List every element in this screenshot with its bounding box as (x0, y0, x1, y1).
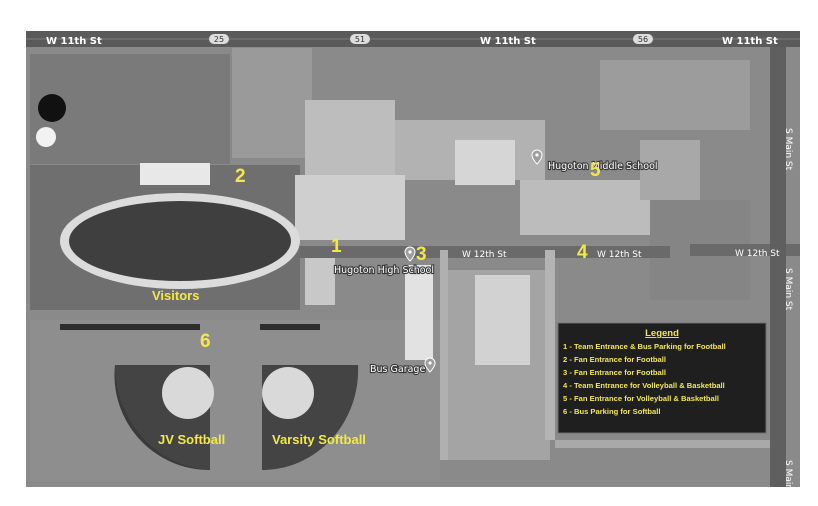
street-label-w-12th-st-a: W 12th St (462, 250, 507, 260)
legend-item: 1 - Team Entrance & Bus Parking for Foot… (563, 342, 726, 351)
route-marker-51: 51 (350, 34, 370, 44)
marker-6: 6 (200, 331, 211, 352)
building-bus-garage (405, 265, 433, 360)
drive-central (440, 250, 448, 460)
legend-item: 2 - Fan Entrance for Football (563, 355, 666, 364)
route-marker-25: 25 (209, 34, 229, 44)
legend-item: 6 - Bus Parking for Softball (563, 407, 660, 416)
area-label-jv-softball: JV Softball (158, 432, 225, 447)
map-pin-icon[interactable] (424, 357, 436, 373)
football-field (69, 201, 291, 281)
tree-row-east (260, 324, 320, 330)
drive-south (545, 250, 555, 440)
area-label-varsity-softball: Varsity Softball (272, 432, 366, 447)
street-label-w-11th-st-west: W 11th St (46, 36, 102, 47)
varsity-softball-infield (262, 367, 314, 419)
marker-3: 3 (416, 244, 427, 265)
building-bus-garage-lot (475, 275, 530, 365)
parking-lot-north (232, 48, 312, 158)
building-middle-school (520, 180, 650, 235)
place-label-high-school[interactable]: Hugoton High School (333, 264, 435, 277)
legend-title: Legend (645, 328, 679, 339)
water-tower-icon (36, 127, 56, 147)
legend-item: 3 - Fan Entrance for Football (563, 368, 666, 377)
map-pin-icon[interactable] (404, 246, 416, 262)
building-press-box (305, 255, 335, 305)
building-main (305, 100, 395, 180)
place-label-middle-school[interactable]: Hugoton Middle School (547, 160, 659, 173)
pond (38, 94, 66, 122)
map-pin-icon[interactable] (531, 149, 543, 165)
route-marker-56: 56 (633, 34, 653, 44)
marker-1: 1 (331, 236, 342, 257)
street-label-w-12th-st-c: W 12th St (735, 249, 780, 259)
svg-text:51: 51 (355, 35, 365, 44)
legend: Legend 1 - Team Entrance & Bus Parking f… (557, 322, 767, 434)
street-label-w-11th-st-east: W 11th St (722, 36, 778, 47)
road-s-main-st (770, 47, 786, 487)
parking-lot-northeast (600, 60, 750, 130)
street-label-w-12th-st-b: W 12th St (597, 250, 642, 260)
building-east-wing (640, 140, 700, 200)
street-label-s-main-st-bottom: S Main St (783, 460, 793, 503)
svg-text:56: 56 (638, 35, 648, 44)
road-w-12th-st (300, 246, 670, 258)
softball-grounds (30, 320, 440, 480)
legend-box (557, 322, 767, 434)
building-gym (455, 140, 515, 185)
drive-south-east (555, 440, 770, 448)
street-label-s-main-st-top: S Main St (783, 128, 793, 171)
street-label-s-main-st-mid: S Main St (783, 268, 793, 311)
jv-softball-infield (162, 367, 214, 419)
legend-item: 4 - Team Entrance for Volleyball & Baske… (563, 381, 725, 390)
building-high-school (295, 175, 405, 240)
marker-2: 2 (235, 166, 246, 187)
svg-text:25: 25 (214, 35, 224, 44)
tree-row-west (60, 324, 200, 330)
marker-5: 5 (590, 160, 601, 181)
street-label-w-11th-st-middle: W 11th St (480, 36, 536, 47)
place-label-bus-garage[interactable]: Bus Garage (369, 363, 427, 376)
area-label-visitors: Visitors (152, 288, 199, 303)
marker-4: 4 (577, 242, 588, 263)
legend-item: 5 - Fan Entrance for Volleyball & Basket… (563, 394, 719, 403)
grandstand-home (140, 163, 210, 185)
